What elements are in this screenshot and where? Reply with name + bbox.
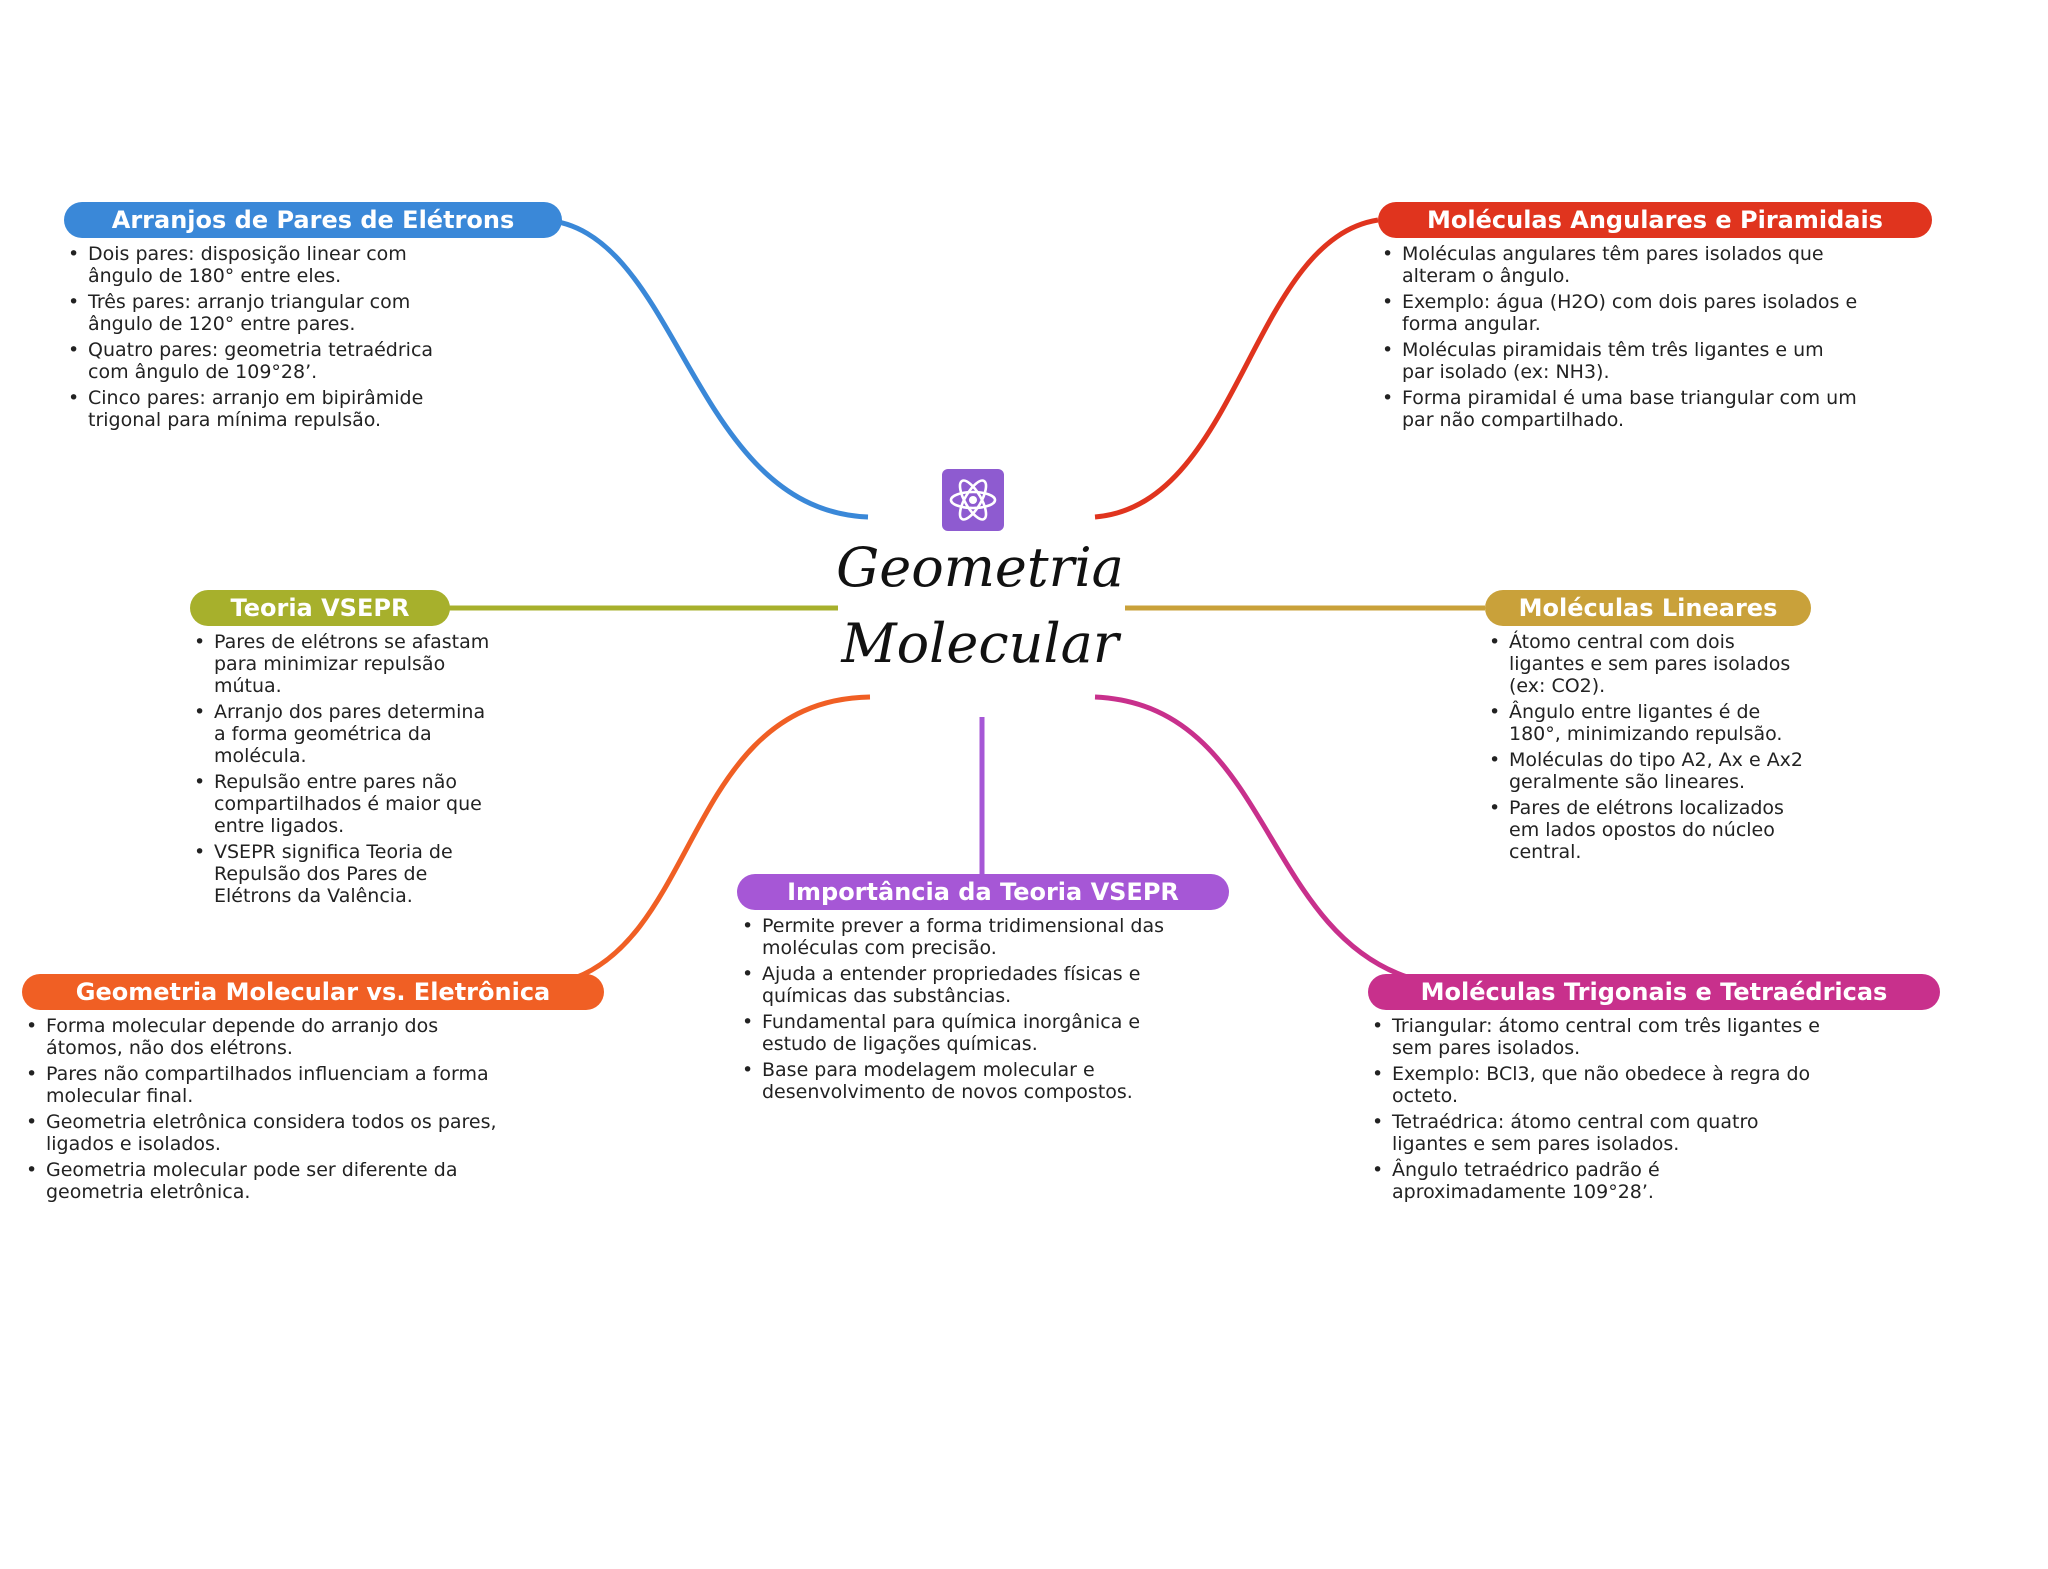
list-item: Ajuda a entender propriedades físicas e … [738, 963, 1198, 1007]
list-item: Geometria molecular pode ser diferente d… [22, 1159, 502, 1203]
branch-list-lineares: Átomo central com dois ligantes e sem pa… [1485, 631, 1805, 867]
list-item: Permite prever a forma tridimensional da… [738, 915, 1198, 959]
list-item: Base para modelagem molecular e desenvol… [738, 1059, 1198, 1103]
list-item: Moléculas angulares têm pares isolados q… [1378, 243, 1858, 287]
list-item: Arranjo dos pares determina a forma geom… [190, 701, 490, 767]
list-item: Triangular: átomo central com três ligan… [1368, 1015, 1838, 1059]
central-topic-line2: Molecular [841, 612, 1119, 675]
list-item: Três pares: arranjo triangular com ângul… [64, 291, 464, 335]
list-item: Geometria eletrônica considera todos os … [22, 1111, 502, 1155]
list-item: Forma piramidal é uma base triangular co… [1378, 387, 1858, 431]
list-item: VSEPR significa Teoria de Repulsão dos P… [190, 841, 490, 907]
branch-title-importancia: Importância da Teoria VSEPR [737, 874, 1229, 910]
connector-arranjos [544, 217, 869, 520]
list-item: Fundamental para química inorgânica e es… [738, 1011, 1198, 1055]
branch-list-importancia: Permite prever a forma tridimensional da… [738, 915, 1198, 1107]
branch-list-arranjos: Dois pares: disposição linear com ângulo… [64, 243, 464, 435]
branch-list-geomol: Forma molecular depende do arranjo dos á… [22, 1015, 502, 1207]
branch-list-angulares: Moléculas angulares têm pares isolados q… [1378, 243, 1858, 435]
list-item: Cinco pares: arranjo em bipirâmide trigo… [64, 387, 464, 431]
list-item: Pares não compartilhados influenciam a f… [22, 1063, 502, 1107]
list-item: Tetraédrica: átomo central com quatro li… [1368, 1111, 1838, 1155]
list-item: Moléculas piramidais têm três ligantes e… [1378, 339, 1858, 383]
list-item: Exemplo: água (H2O) com dois pares isola… [1378, 291, 1858, 335]
list-item: Dois pares: disposição linear com ângulo… [64, 243, 464, 287]
list-item: Exemplo: BCl3, que não obedece à regra d… [1368, 1063, 1838, 1107]
branch-title-lineares: Moléculas Lineares [1485, 590, 1811, 626]
list-item: Pares de elétrons localizados em lados o… [1485, 797, 1805, 863]
list-item: Moléculas do tipo A2, Ax e Ax2 geralment… [1485, 749, 1805, 793]
branch-title-geomol: Geometria Molecular vs. Eletrônica [22, 974, 604, 1010]
list-item: Pares de elétrons se afastam para minimi… [190, 631, 490, 697]
branch-list-trigonais: Triangular: átomo central com três ligan… [1368, 1015, 1838, 1207]
branch-title-trigonais: Moléculas Trigonais e Tetraédricas [1368, 974, 1940, 1010]
list-item: Ângulo tetraédrico padrão é aproximadame… [1368, 1159, 1838, 1203]
connector-geomol [574, 694, 871, 981]
list-item: Ângulo entre ligantes é de 180°, minimiz… [1485, 701, 1805, 745]
branch-list-vsepr: Pares de elétrons se afastam para minimi… [190, 631, 490, 911]
branch-title-arranjos: Arranjos de Pares de Elétrons [64, 202, 562, 238]
atom-icon [942, 469, 1004, 531]
connector-angulares [1094, 217, 1379, 520]
central-topic: Geometria Molecular [830, 530, 1130, 682]
list-item: Quatro pares: geometria tetraédrica com … [64, 339, 464, 383]
connector-trigonais [1094, 694, 1411, 981]
list-item: Forma molecular depende do arranjo dos á… [22, 1015, 502, 1059]
branch-title-angulares: Moléculas Angulares e Piramidais [1378, 202, 1932, 238]
central-topic-line1: Geometria [836, 536, 1124, 599]
list-item: Repulsão entre pares não compartilhados … [190, 771, 490, 837]
branch-title-vsepr: Teoria VSEPR [190, 590, 450, 626]
list-item: Átomo central com dois ligantes e sem pa… [1485, 631, 1805, 697]
